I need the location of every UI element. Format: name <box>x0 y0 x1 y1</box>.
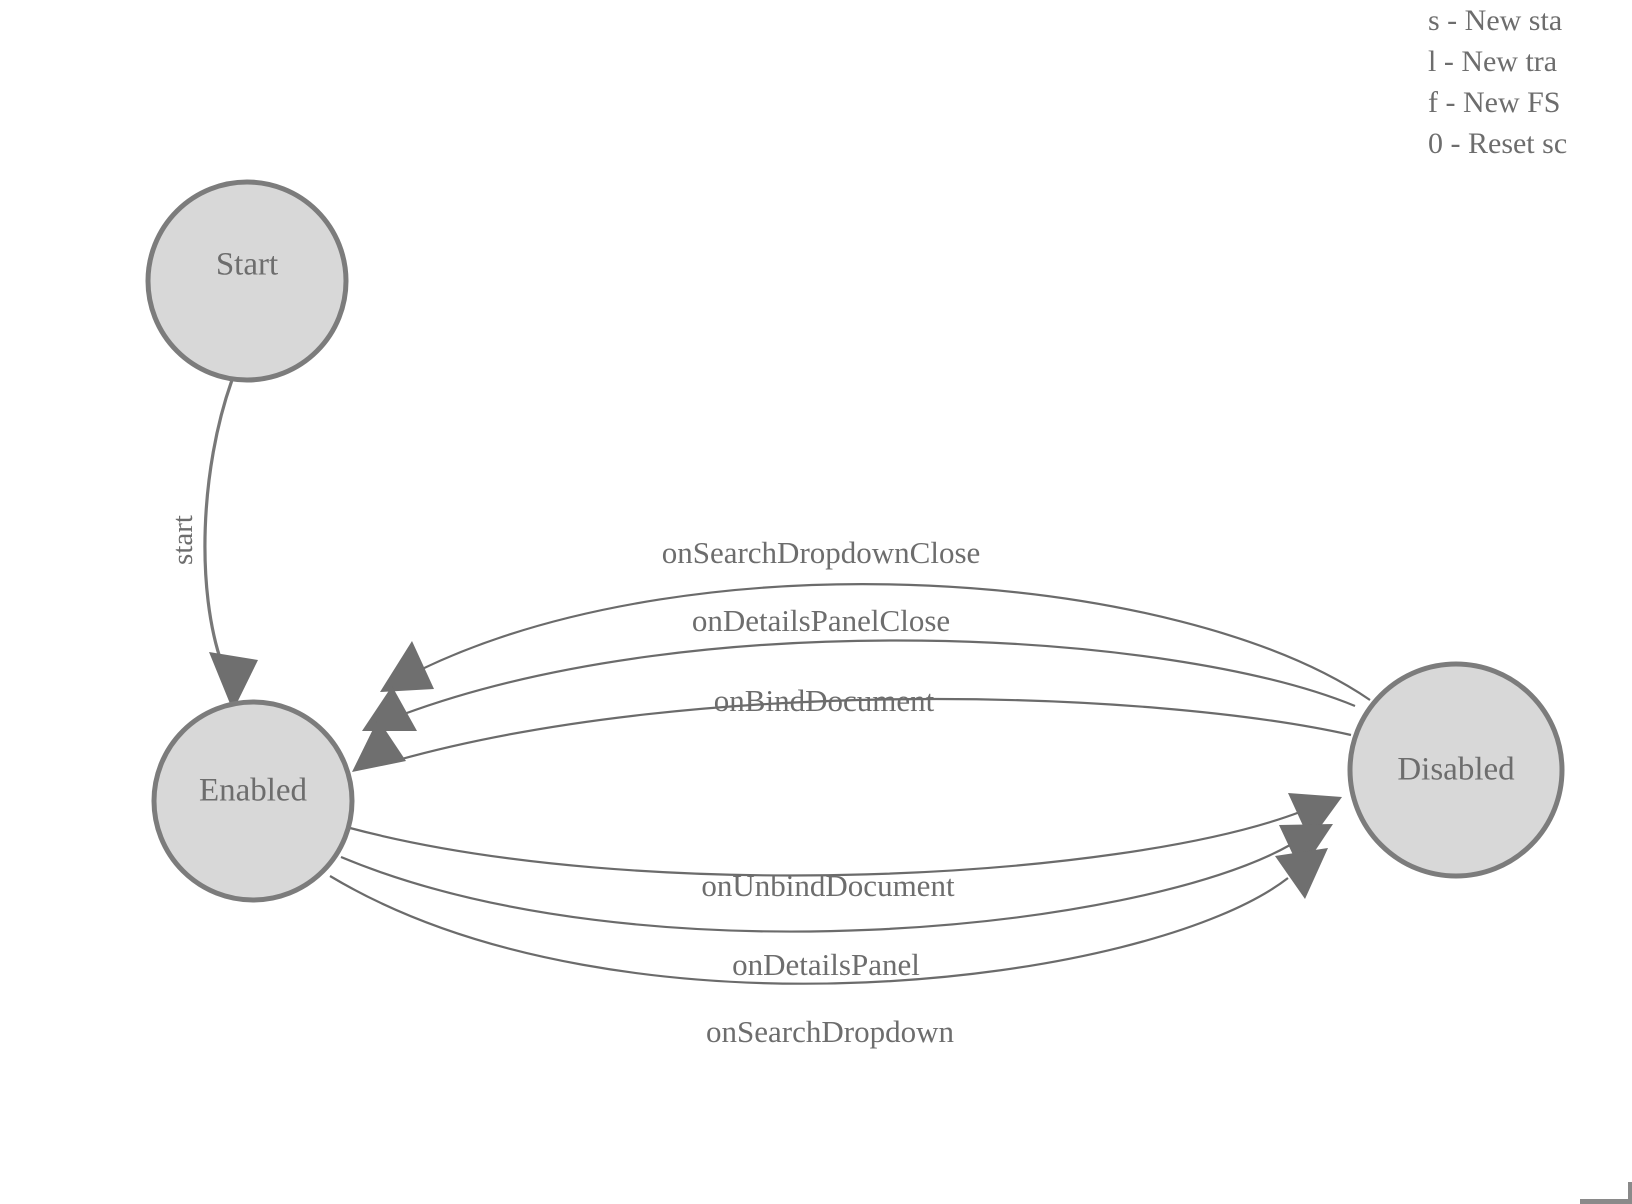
edge-label-onDetailsPanelClose: onDetailsPanelClose <box>692 603 950 638</box>
state-label-disabled: Disabled <box>1397 752 1515 788</box>
transition-onUnbindDocument[interactable] <box>349 793 1342 877</box>
arrowhead-onDetailsPanel <box>1279 824 1333 872</box>
help-line-new-fsm: f - New FS <box>1428 86 1561 119</box>
state-node-enabled[interactable]: Enabled <box>151 699 355 903</box>
transition-start[interactable] <box>203 379 258 711</box>
arrowhead-onBindDocument <box>352 719 406 772</box>
edge-path-onSearchDropdownClose[interactable] <box>419 583 1371 701</box>
edge-path-onUnbindDocument[interactable] <box>349 810 1301 877</box>
edge-label-onSearchDropdown: onSearchDropdown <box>706 1014 954 1049</box>
edge-path-onSearchDropdown[interactable] <box>329 875 1289 985</box>
help-line-new-state: s - New sta <box>1428 4 1563 37</box>
arrowhead-onUnbindDocument <box>1288 793 1342 841</box>
arrowhead-onSearchDropdownClose <box>380 641 434 692</box>
help-line-new-transition: l - New tra <box>1428 45 1558 78</box>
transition-onSearchDropdown[interactable] <box>329 848 1328 985</box>
help-shortcuts-panel: s - New sta l - New tra f - New FS 0 - R… <box>1428 0 1632 164</box>
edge-label-onBindDocument: onBindDocument <box>714 683 935 718</box>
edge-path-start[interactable] <box>203 379 234 665</box>
scrollbar-vertical[interactable] <box>1628 1182 1632 1204</box>
transition-onSearchDropdownClose[interactable] <box>380 583 1371 701</box>
edge-label-onUnbindDocument: onUnbindDocument <box>701 868 955 903</box>
arrowhead-onSearchDropdown <box>1275 848 1328 899</box>
edge-path-onBindDocument[interactable] <box>397 697 1352 762</box>
state-node-start[interactable]: Start <box>145 179 349 383</box>
state-circle-disabled[interactable] <box>1347 661 1565 879</box>
edge-path-onDetailsPanel[interactable] <box>340 844 1291 933</box>
help-line-reset: 0 - Reset sc <box>1428 127 1568 160</box>
state-label-start: Start <box>216 247 278 283</box>
transition-onBindDocument[interactable] <box>352 697 1352 772</box>
state-circle-start[interactable] <box>145 179 349 383</box>
edge-label-start: start <box>167 515 199 565</box>
edge-label-onSearchDropdownClose: onSearchDropdownClose <box>662 535 981 570</box>
scroll-corner-mark <box>1576 1182 1632 1204</box>
edge-label-onDetailsPanel: onDetailsPanel <box>732 947 920 982</box>
state-circle-enabled[interactable] <box>151 699 355 903</box>
arrowhead-start <box>209 652 258 711</box>
scrollbar-horizontal[interactable] <box>1580 1199 1632 1204</box>
transition-onDetailsPanelClose[interactable] <box>362 639 1356 731</box>
state-node-disabled[interactable]: Disabled <box>1347 661 1565 879</box>
arrowhead-onDetailsPanelClose <box>362 686 417 731</box>
state-label-enabled: Enabled <box>199 773 308 809</box>
edge-path-onDetailsPanelClose[interactable] <box>403 639 1356 716</box>
transition-onDetailsPanel[interactable] <box>340 824 1333 933</box>
